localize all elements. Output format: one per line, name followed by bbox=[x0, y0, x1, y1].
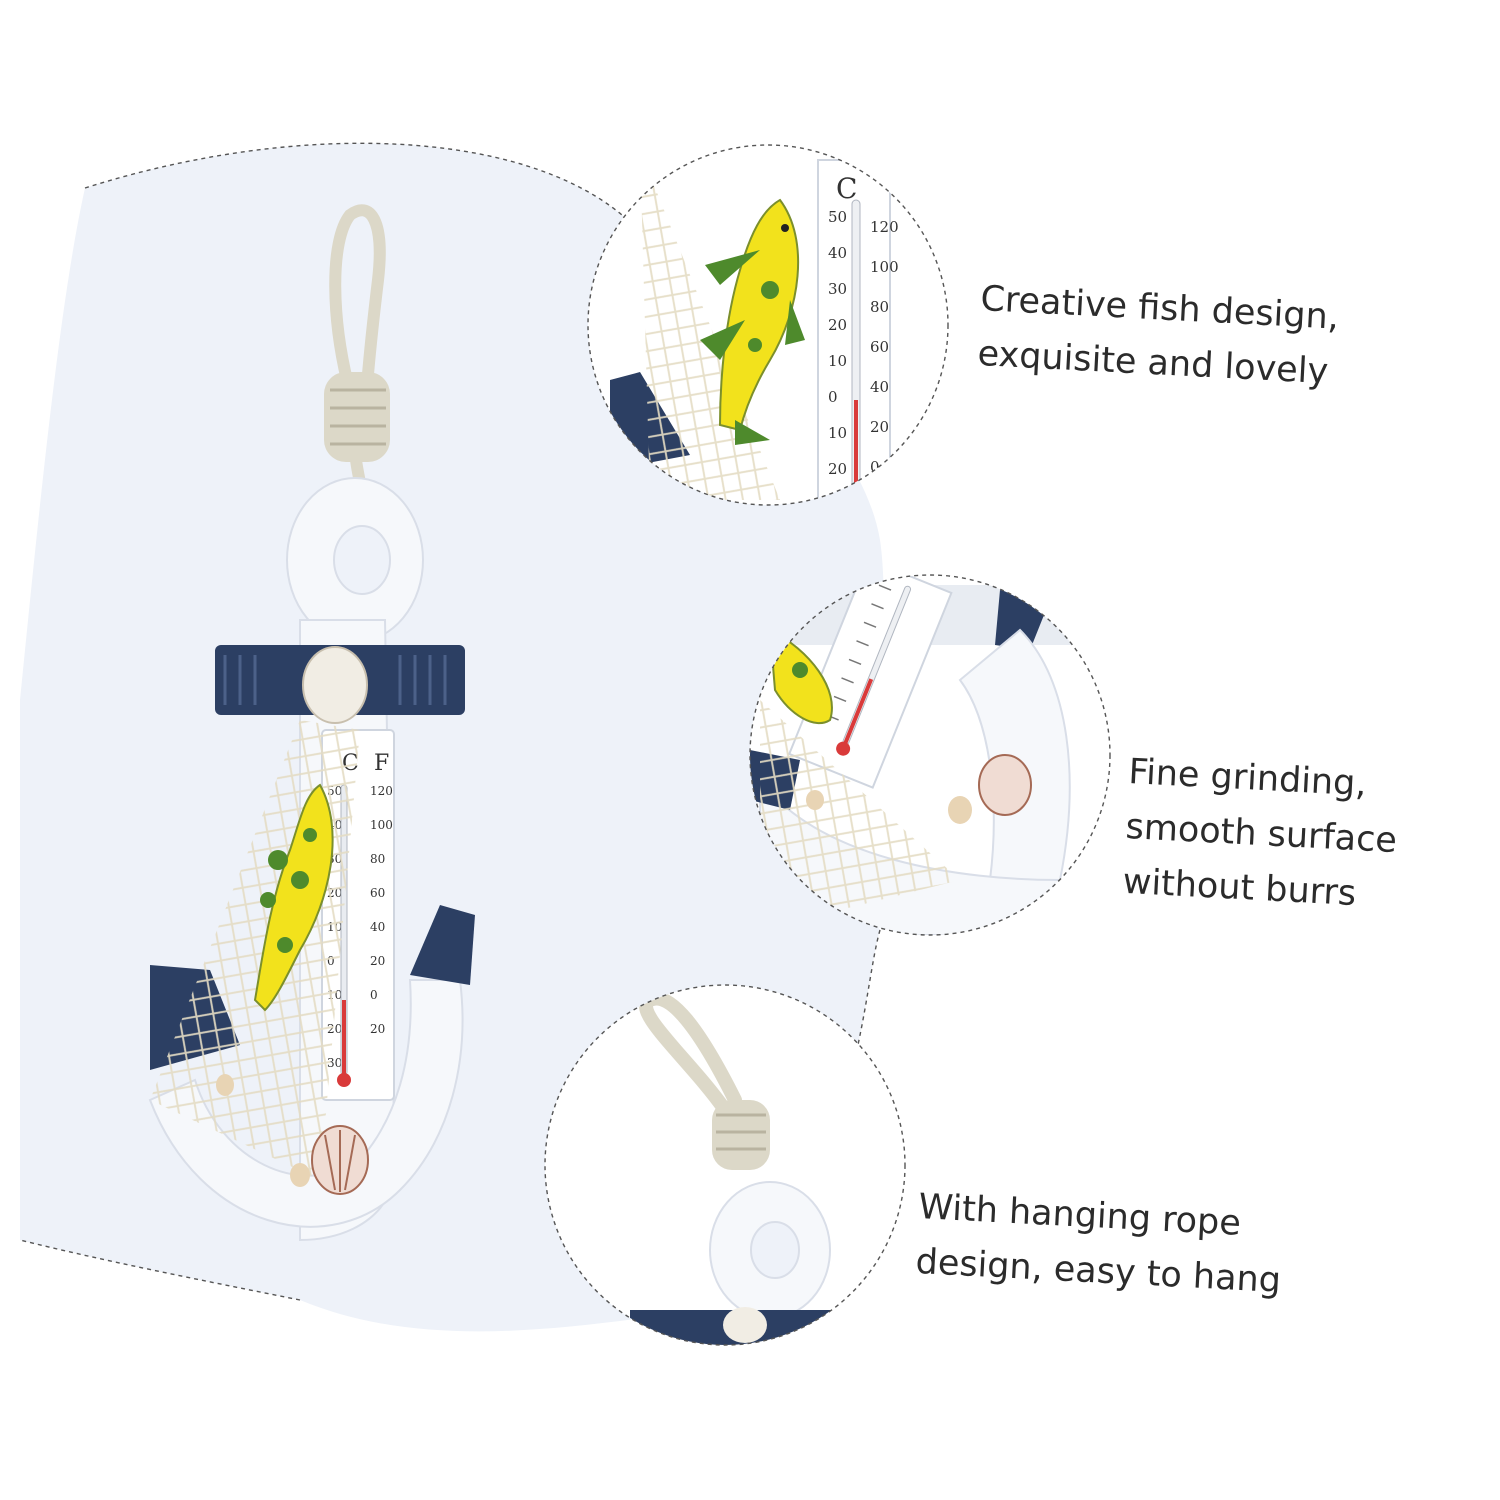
detail-circle-rope bbox=[544, 984, 906, 1346]
thermometer-bulb bbox=[337, 1073, 351, 1087]
scale-label: 20 bbox=[370, 1022, 385, 1036]
anchor-fluke-right bbox=[410, 905, 475, 985]
shell-icon bbox=[302, 646, 368, 724]
scale-label: 0 bbox=[870, 458, 880, 476]
scale-label: 0 bbox=[370, 988, 378, 1002]
scale-label: 40 bbox=[370, 920, 385, 934]
scale-label: 100 bbox=[870, 258, 899, 276]
scale-label: 30 bbox=[828, 280, 847, 298]
scale-label: 100 bbox=[370, 818, 393, 832]
scale-label: 40 bbox=[870, 378, 889, 396]
scale-label: 20 bbox=[828, 460, 847, 478]
detail-fahrenheit-scale: 120 100 80 60 40 20 0 bbox=[870, 218, 899, 476]
detail-scallop-shell-icon bbox=[978, 754, 1032, 816]
scale-label: 60 bbox=[370, 886, 385, 900]
rope-loop-icon bbox=[329, 204, 386, 406]
scale-label: 0 bbox=[828, 388, 838, 406]
scale-label: 80 bbox=[870, 298, 889, 316]
scale-label: 60 bbox=[870, 338, 889, 356]
scale-label: 20 bbox=[370, 954, 385, 968]
scale-label: 20 bbox=[870, 418, 889, 436]
scale-label: 20 bbox=[828, 316, 847, 334]
scale-label: 10 bbox=[828, 352, 847, 370]
detail-fish-icon bbox=[700, 198, 805, 445]
scale-label: 30 bbox=[327, 1056, 342, 1070]
detail-celsius-unit: C bbox=[836, 172, 857, 205]
scale-label: 40 bbox=[828, 244, 847, 262]
feature-caption-grinding: Fine grinding, smooth surface without bu… bbox=[1121, 745, 1401, 924]
small-shell-icon bbox=[290, 1163, 310, 1187]
scale-label: 80 bbox=[370, 852, 385, 866]
scale-label: 120 bbox=[370, 784, 393, 798]
feature-caption-fish: Creative fish design, exquisite and love… bbox=[976, 272, 1340, 401]
scale-label: 120 bbox=[870, 218, 899, 236]
rope-knot-icon bbox=[324, 372, 390, 462]
fish-icon bbox=[253, 783, 334, 1012]
feature-caption-rope: With hanging rope design, easy to hang bbox=[914, 1180, 1285, 1309]
fahrenheit-unit: F bbox=[374, 751, 389, 776]
detail-celsius-scale: 50 40 30 20 10 0 10 20 bbox=[828, 208, 847, 478]
fahrenheit-scale: 120 100 80 60 40 20 0 20 bbox=[370, 784, 393, 1036]
scale-label: 50 bbox=[828, 208, 847, 226]
scale-label: 10 bbox=[828, 424, 847, 442]
